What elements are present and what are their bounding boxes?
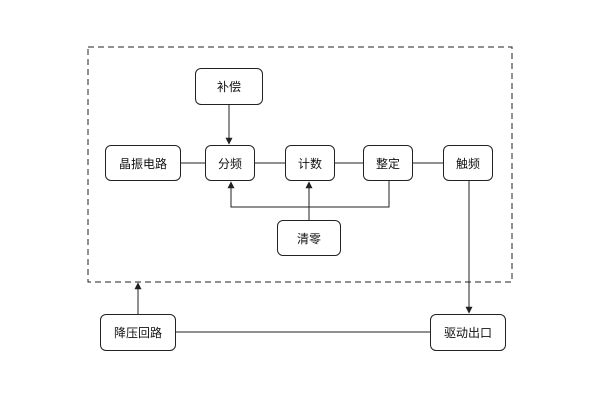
node-fenpin-label: 分频 — [217, 156, 242, 171]
node-fenpin: 分频 — [205, 145, 255, 181]
node-jingzhen-label: 晶振电路 — [118, 156, 167, 171]
node-zhengding: 整定 — [363, 145, 413, 181]
node-jingzhen: 晶振电路 — [105, 145, 181, 181]
node-qingling-label: 清零 — [296, 231, 321, 246]
node-jishu: 计数 — [285, 145, 335, 181]
node-qudong-label: 驱动出口 — [443, 326, 492, 340]
node-buchang-label: 补偿 — [216, 80, 241, 94]
node-jiangya: 降压回路 — [100, 314, 176, 351]
node-jishu-label: 计数 — [297, 156, 322, 171]
node-zhengding-label: 整定 — [375, 156, 400, 171]
node-chupin: 触频 — [443, 145, 493, 181]
node-buchang: 补偿 — [195, 68, 263, 105]
node-qingling: 清零 — [277, 220, 341, 256]
node-chupin-label: 触频 — [455, 156, 480, 171]
node-jiangya-label: 降压回路 — [113, 326, 162, 340]
edge-zhengding-feedback-to-fenpin — [227, 181, 390, 208]
dashed-boundary — [87, 46, 513, 283]
node-qudong: 驱动出口 — [430, 314, 506, 351]
